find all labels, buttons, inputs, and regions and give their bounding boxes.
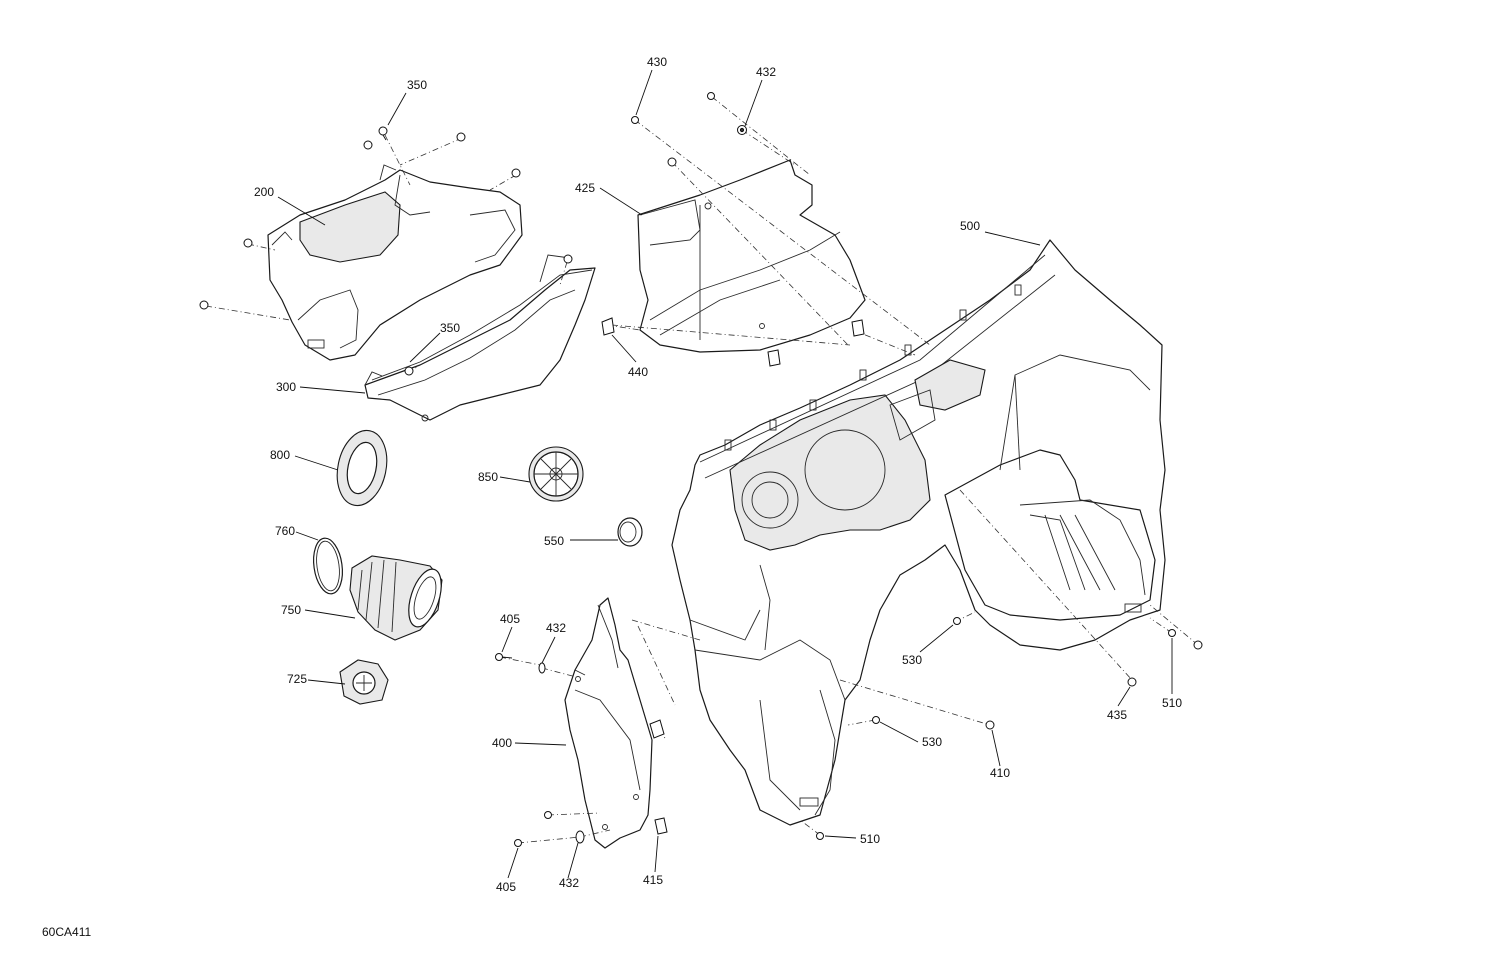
clip-icon — [654, 817, 668, 835]
part-725-grommet — [339, 659, 389, 705]
callout-750: 750 — [281, 603, 301, 617]
screw-icon — [816, 832, 824, 840]
callout-760: 760 — [275, 524, 295, 538]
screw-icon — [707, 92, 715, 100]
clip-icon — [601, 317, 615, 336]
callout-405: 405 — [496, 880, 516, 894]
nut-icon — [1193, 640, 1203, 650]
screw-icon — [495, 653, 513, 661]
screw-icon — [456, 132, 466, 142]
part-400-side-panel — [564, 597, 653, 849]
part-800-seal-ring — [336, 429, 388, 507]
callout-850: 850 — [478, 470, 498, 484]
leader-lines — [277, 69, 1173, 879]
clip-icon — [767, 349, 781, 367]
callout-550: 550 — [544, 534, 564, 548]
callout-200: 200 — [254, 185, 274, 199]
part-550-plug — [617, 517, 643, 547]
washer-icon — [538, 662, 546, 674]
screw-icon — [1168, 629, 1176, 637]
screw-icon — [378, 126, 388, 141]
callout-300: 300 — [276, 380, 296, 394]
screw-icon — [631, 116, 639, 124]
callout-530: 530 — [922, 735, 942, 749]
callout-432: 432 — [756, 65, 776, 79]
callout-425: 425 — [575, 181, 595, 195]
washer-icon — [737, 125, 747, 135]
callout-432: 432 — [559, 876, 579, 890]
callout-405: 405 — [500, 612, 520, 626]
part-500-main-housing — [671, 239, 1166, 826]
screw-icon — [363, 140, 373, 150]
screw-icon — [544, 811, 552, 819]
callout-350: 350 — [440, 321, 460, 335]
callout-725: 725 — [287, 672, 307, 686]
callout-432: 432 — [546, 621, 566, 635]
callout-350: 350 — [407, 78, 427, 92]
screw-icon — [872, 716, 880, 724]
callout-800: 800 — [270, 448, 290, 462]
callout-510: 510 — [1162, 696, 1182, 710]
callout-440: 440 — [628, 365, 648, 379]
clip-icon — [649, 719, 665, 739]
part-760-clamp — [312, 537, 344, 595]
callout-400: 400 — [492, 736, 512, 750]
callout-435: 435 — [1107, 708, 1127, 722]
part-300-duct-bracket — [364, 254, 596, 422]
part-425-deflector — [637, 159, 866, 353]
callouts: 350 200 350 300 800 760 750 725 430 432 … — [254, 55, 1182, 894]
drawing-id: 60CA411 — [42, 925, 92, 939]
part-850-fan-grill — [528, 446, 584, 502]
screw-icon — [511, 168, 521, 178]
screw-icon — [514, 839, 522, 847]
callout-530: 530 — [902, 653, 922, 667]
nut-icon — [667, 157, 677, 167]
callout-500: 500 — [960, 219, 980, 233]
hardware — [199, 92, 1203, 847]
washer-icon — [575, 830, 585, 844]
part-750-rubber-boot — [349, 555, 443, 641]
screw-icon — [199, 300, 209, 310]
clip-icon — [851, 319, 865, 337]
screw-icon — [404, 366, 414, 376]
nut-icon — [985, 720, 995, 730]
screw-icon — [953, 617, 961, 625]
part-200-duct-cover — [267, 164, 523, 361]
callout-415: 415 — [643, 873, 663, 887]
screw-icon — [563, 254, 573, 264]
callout-510: 510 — [860, 832, 880, 846]
callout-410: 410 — [990, 766, 1010, 780]
callout-430: 430 — [647, 55, 667, 69]
nut-icon — [1127, 677, 1137, 687]
screw-icon — [243, 238, 253, 248]
